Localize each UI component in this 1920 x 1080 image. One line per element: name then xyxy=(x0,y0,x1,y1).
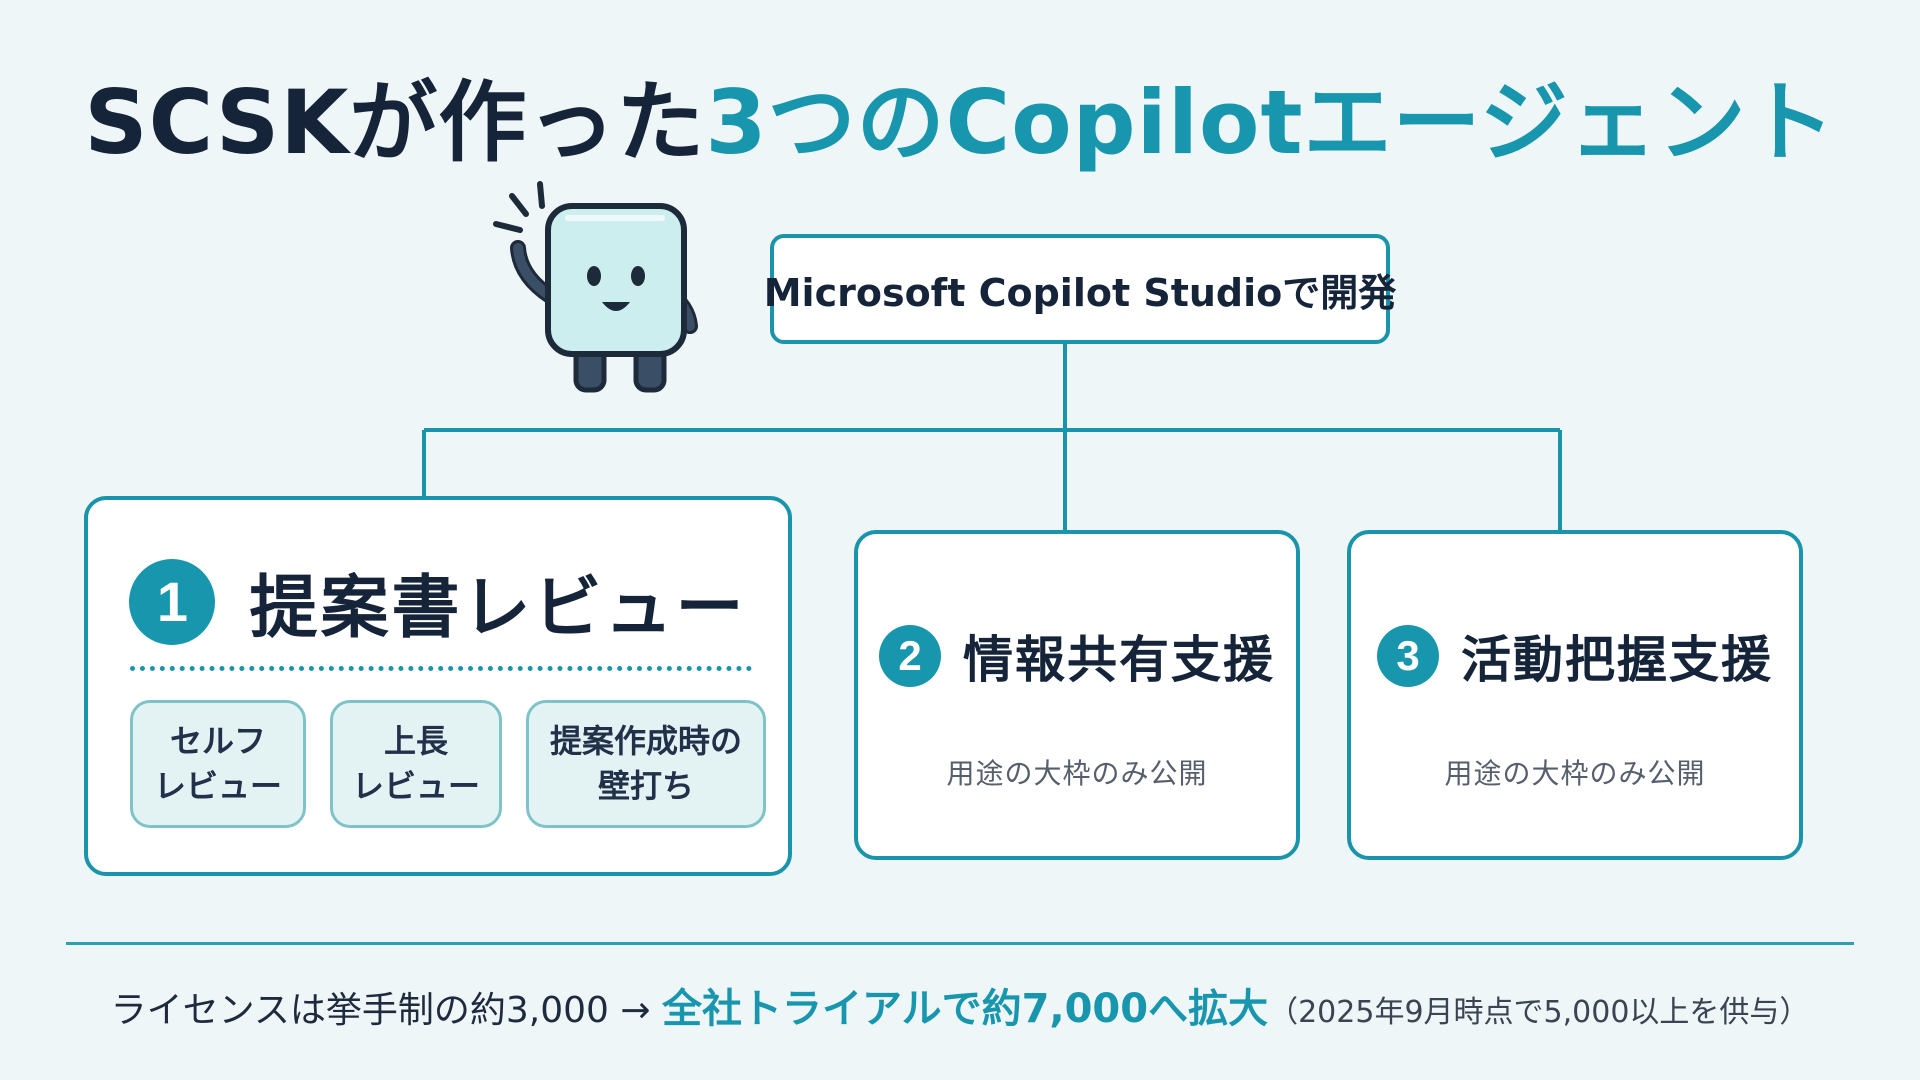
card-title: 提案書レビュー xyxy=(249,569,747,648)
subitem-line: 壁打ち xyxy=(597,767,694,805)
root-label: Microsoft Copilot Studioで開発 xyxy=(763,270,1397,315)
subitem-line: セルフ xyxy=(169,722,266,761)
page-title: SCSKが作った3つのCopilotエージェント xyxy=(0,52,1920,179)
card-note: 用途の大枠のみ公開 xyxy=(946,757,1208,790)
footer-divider xyxy=(66,942,1854,945)
subitem-line: レビュー xyxy=(351,767,480,805)
cube-mascot-icon xyxy=(493,181,698,393)
card-header: 1 提案書レビュー xyxy=(88,552,788,651)
number-badge: 3 xyxy=(1377,625,1439,687)
card-title: 活動把握支援 xyxy=(1461,631,1773,689)
footer-note: （2025年9月時点で5,000以上を供与） xyxy=(1268,995,1810,1030)
card-title: 情報共有支援 xyxy=(963,631,1275,689)
number-badge: 2 xyxy=(879,625,941,687)
agent-card-activity-tracking: 3 活動把握支援 用途の大枠のみ公開 xyxy=(1347,530,1803,860)
card-header: 3 活動把握支援 xyxy=(1351,620,1799,692)
subitem-line: 提案作成時の xyxy=(549,722,742,761)
card-note: 用途の大枠のみ公開 xyxy=(1444,757,1706,790)
footer-text: ライセンスは挙手制の約3,000 → 全社トライアルで約7,000へ拡大（202… xyxy=(0,976,1920,1034)
subitem-line: 上長 xyxy=(383,722,448,761)
subitem-line: レビュー xyxy=(153,767,282,805)
title-part2: 3つのCopilotエージェント xyxy=(705,71,1836,174)
subitem-brainstorm: 提案作成時の壁打ち xyxy=(526,700,766,828)
footer-lead: ライセンスは挙手制の約3,000 → xyxy=(110,990,662,1031)
agent-card-proposal-review: 1 提案書レビュー セルフレビュー 上長レビュー 提案作成時の壁打ち xyxy=(84,496,792,876)
agent-card-info-sharing: 2 情報共有支援 用途の大枠のみ公開 xyxy=(854,530,1300,860)
title-part1: SCSKが作った xyxy=(84,71,706,174)
subitem-manager-review: 上長レビュー xyxy=(330,700,502,828)
subitem-self-review: セルフレビュー xyxy=(130,700,306,828)
number-badge: 1 xyxy=(129,558,216,645)
card-header: 2 情報共有支援 xyxy=(858,620,1296,692)
dotted-divider xyxy=(130,666,752,671)
footer-highlight: 全社トライアルで約7,000へ拡大 xyxy=(661,986,1269,1032)
root-node: Microsoft Copilot Studioで開発 xyxy=(764,234,1396,344)
